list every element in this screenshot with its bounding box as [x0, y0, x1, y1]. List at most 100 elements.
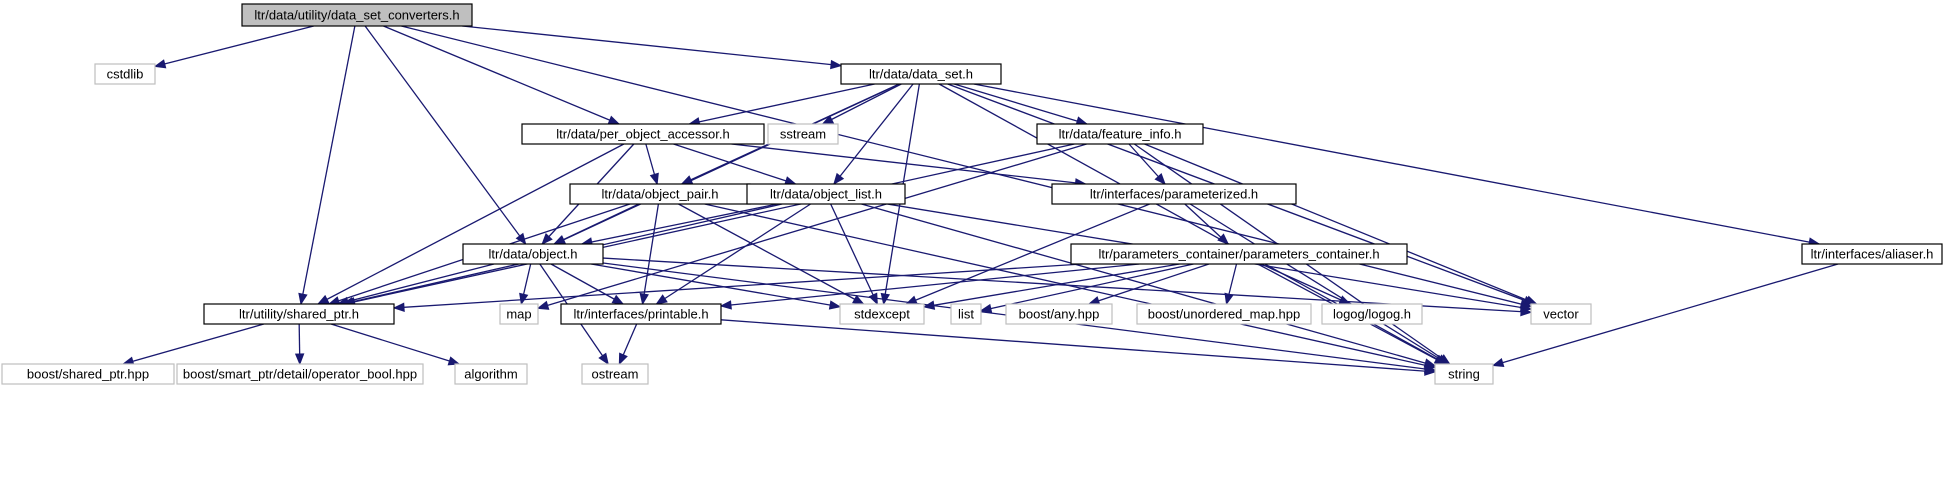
node-label-object_list: ltr/data/object_list.h [770, 187, 882, 202]
arrowhead-object_pair-to-stdexcept [852, 294, 865, 305]
node-label-operator_bool: boost/smart_ptr/detail/operator_bool.hpp [183, 367, 417, 382]
edge-feature_info-to-map [537, 143, 1087, 309]
edge-object-to-stdexcept [591, 263, 841, 308]
edge-object-to-shared_ptr [337, 263, 495, 305]
arrowhead-data_set-to-object_list [833, 172, 845, 186]
edge-params_container-to-boost_any [1088, 263, 1210, 305]
edge-per_obj-to-parameterized [731, 143, 1086, 185]
edge-shared_ptr-to-algorithm [330, 323, 460, 365]
arrowhead-object_list-to-string [1423, 358, 1437, 368]
node-label-unordered_map: boost/unordered_map.hpp [1148, 307, 1301, 322]
edge-params_container-to-logog [1260, 263, 1351, 305]
edge-feature_info-to-vector [1144, 143, 1537, 305]
node-box-ostream [581, 363, 649, 385]
edge-object_list-to-object [581, 203, 778, 245]
node-box-sstream [767, 123, 839, 145]
edge-data_set-to-per_obj [689, 83, 875, 125]
arrowhead-feature_info-to-parameterized [1154, 173, 1166, 186]
node-box-vector [1530, 303, 1592, 325]
edge-object-to-vector [602, 257, 1532, 313]
edges-layer [121, 25, 1839, 376]
node-box-string [1434, 363, 1494, 385]
node-params_container[interactable]: ltr/parameters_container/parameters_cont… [1070, 243, 1408, 265]
node-object_pair[interactable]: ltr/data/object_pair.h [569, 183, 751, 205]
arrowhead-params_container-to-printable [719, 300, 732, 310]
edge-parameterized-to-stdexcept [906, 203, 1150, 305]
arrowhead-params_container-to-list [979, 303, 993, 314]
node-logog: logog/logog.h [1321, 303, 1423, 325]
arrowhead-printable-to-ostream [618, 352, 628, 366]
node-box-unordered_map [1136, 303, 1312, 325]
node-aliaser[interactable]: ltr/interfaces/aliaser.h [1801, 243, 1943, 265]
edge-per_obj-to-shared_ptr [317, 143, 625, 305]
node-box-data_set [840, 63, 1002, 85]
node-object_list[interactable]: ltr/data/object_list.h [746, 183, 906, 205]
node-shared_ptr[interactable]: ltr/utility/shared_ptr.h [203, 303, 395, 325]
arrowhead-root-to-per_obj [607, 115, 621, 125]
node-box-parameterized [1051, 183, 1297, 205]
node-object[interactable]: ltr/data/object.h [462, 243, 604, 265]
node-box-stdexcept [839, 303, 925, 325]
edge-printable-to-string [720, 319, 1436, 373]
nodes-layer: ltr/data/utility/data_set_converters.hcs… [1, 3, 1943, 385]
edge-root-to-shared_ptr [300, 25, 356, 305]
node-label-list: list [958, 307, 974, 322]
node-unordered_map: boost/unordered_map.hpp [1136, 303, 1312, 325]
node-box-params_container [1070, 243, 1408, 265]
node-box-list [950, 303, 982, 325]
edge-root-to-data_set [462, 25, 842, 67]
arrowhead-object-to-printable [611, 294, 625, 305]
edge-data_set-to-sstream [822, 83, 902, 125]
node-feature_info[interactable]: ltr/data/feature_info.h [1036, 123, 1204, 145]
node-parameterized[interactable]: ltr/interfaces/parameterized.h [1051, 183, 1297, 205]
node-vector: vector [1530, 303, 1592, 325]
node-label-sstream: sstream [780, 127, 826, 142]
arrowhead-per_obj-to-object [541, 233, 553, 245]
node-box-printable [560, 303, 722, 325]
node-label-object: ltr/data/object.h [489, 247, 578, 262]
node-label-params_container: ltr/parameters_container/parameters_cont… [1098, 247, 1379, 262]
node-box-aliaser [1801, 243, 1943, 265]
node-sstream: sstream [767, 123, 839, 145]
node-per_obj[interactable]: ltr/data/per_object_accessor.h [521, 123, 765, 145]
node-label-data_set: ltr/data/data_set.h [869, 67, 973, 82]
edge-root-to-object [364, 25, 527, 245]
node-label-string: string [1448, 367, 1480, 382]
arrowhead-object-to-map [519, 292, 529, 306]
node-label-root: ltr/data/utility/data_set_converters.h [254, 8, 459, 23]
node-label-shared_ptr: ltr/utility/shared_ptr.h [239, 307, 359, 322]
arrowhead-object_pair-to-object [552, 235, 566, 245]
arrowhead-feature_info-to-map [536, 300, 550, 310]
edge-object-to-printable [550, 263, 624, 305]
edge-data_set-to-feature_info [953, 83, 1088, 125]
node-string: string [1434, 363, 1494, 385]
node-label-feature_info: ltr/data/feature_info.h [1059, 127, 1182, 142]
node-root[interactable]: ltr/data/utility/data_set_converters.h [241, 3, 473, 27]
node-box-root [241, 3, 473, 27]
arrowhead-object-to-ostream [598, 352, 609, 366]
node-box-per_obj [521, 123, 765, 145]
node-label-boost_shared: boost/shared_ptr.hpp [27, 367, 149, 382]
arrowhead-shared_ptr-to-algorithm [447, 356, 461, 366]
node-label-cstdlib: cstdlib [107, 67, 144, 82]
edge-aliaser-to-string [1492, 263, 1839, 367]
node-label-printable: ltr/interfaces/printable.h [573, 307, 708, 322]
node-label-vector: vector [1543, 307, 1579, 322]
node-label-per_obj: ltr/data/per_object_accessor.h [556, 127, 729, 142]
arrowhead-shared_ptr-to-operator_bool [294, 353, 305, 366]
node-box-boost_shared [1, 363, 175, 385]
edge-root-to-cstdlib [154, 25, 314, 68]
edge-parameterized-to-string [1189, 203, 1449, 365]
node-label-boost_any: boost/any.hpp [1019, 307, 1100, 322]
node-boost_shared: boost/shared_ptr.hpp [1, 363, 175, 385]
node-data_set[interactable]: ltr/data/data_set.h [840, 63, 1002, 85]
arrowhead-per_obj-to-object_pair [649, 172, 659, 186]
edge-object_pair-to-object [553, 203, 640, 245]
node-ostream: ostream [581, 363, 649, 385]
node-label-object_pair: ltr/data/object_pair.h [601, 187, 718, 202]
arrowhead-object-to-vector [1520, 306, 1533, 317]
node-box-logog [1321, 303, 1423, 325]
node-label-logog: logog/logog.h [1333, 307, 1411, 322]
node-printable[interactable]: ltr/interfaces/printable.h [560, 303, 722, 325]
